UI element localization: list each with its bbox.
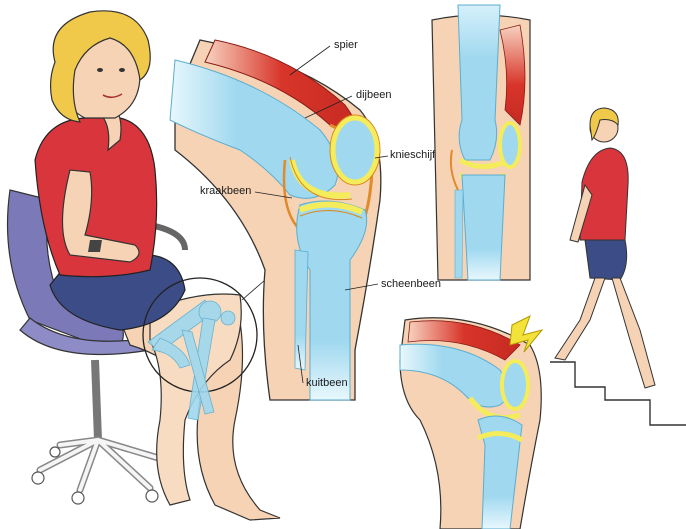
label-cartilage: kraakbeen — [200, 185, 251, 197]
patella-large — [333, 118, 377, 182]
knee-pain-section — [400, 316, 542, 529]
woman-walking-stairs — [550, 108, 686, 425]
label-tibia: scheenbeen — [381, 278, 441, 290]
label-femur: dijbeen — [356, 89, 391, 101]
label-fibula: kuitbeen — [306, 377, 348, 389]
label-muscle: spier — [334, 39, 358, 51]
staircase — [550, 362, 686, 425]
knee-straight-section — [432, 5, 530, 280]
label-patella: knieschijf — [390, 149, 436, 161]
